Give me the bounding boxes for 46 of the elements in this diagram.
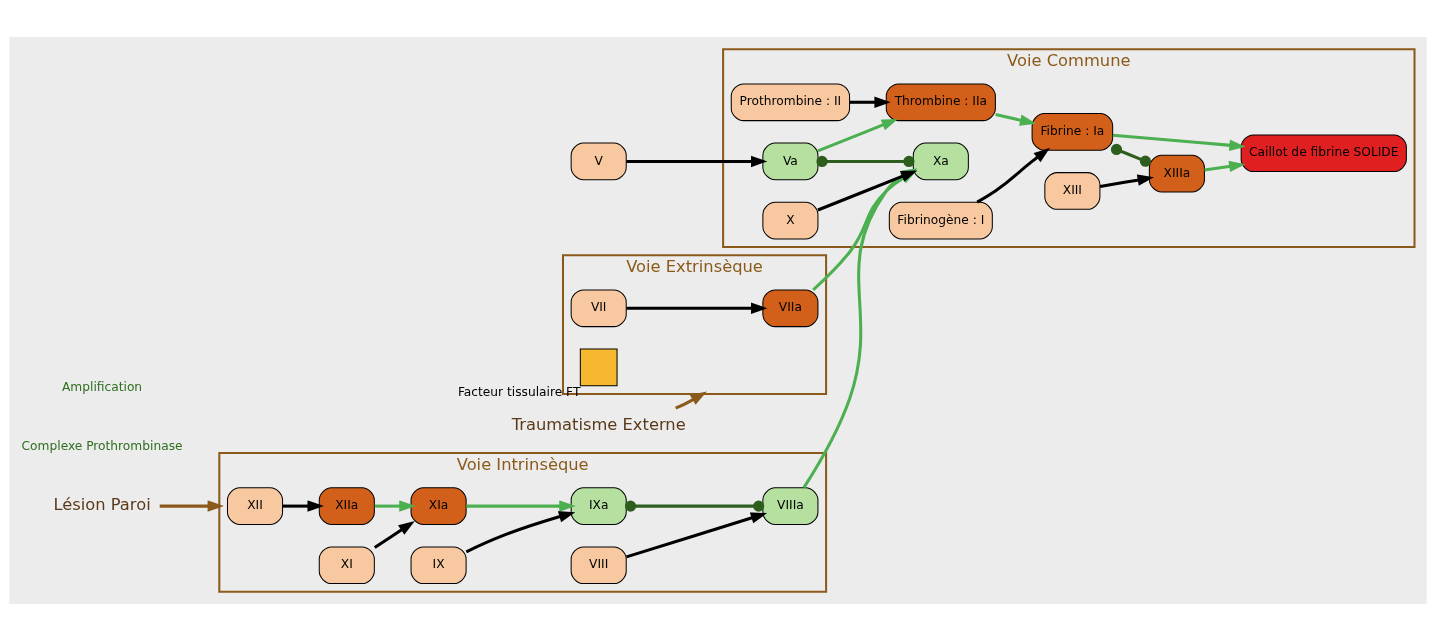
node-text: Traumatisme Externe <box>511 414 686 434</box>
arrow <box>373 520 415 549</box>
connector <box>815 155 915 167</box>
node-box: XIII <box>1043 171 1100 210</box>
arrow <box>159 499 224 512</box>
node-box: XIa <box>410 486 467 525</box>
arrow <box>1203 160 1245 172</box>
arrow <box>465 499 576 512</box>
arrow <box>1099 173 1154 188</box>
node-box: Fibrine : Ia <box>1031 112 1113 151</box>
node-box: VII <box>570 288 627 327</box>
node-box: Va <box>761 142 818 180</box>
node-box: Thrombine : IIa <box>885 82 996 121</box>
arrow <box>282 499 324 512</box>
arrow <box>994 112 1036 126</box>
node-box: XI <box>318 545 375 584</box>
node-box: VIII <box>570 545 627 584</box>
arrow <box>465 510 575 553</box>
label: Amplification <box>61 379 142 394</box>
connector <box>624 500 764 512</box>
node-box: IXa <box>570 486 627 525</box>
node-text: Lésion Paroi <box>52 494 151 514</box>
node-box <box>579 348 618 386</box>
node-box: Xa <box>912 142 969 180</box>
arrow <box>625 511 767 558</box>
connector <box>1110 143 1151 167</box>
arrow <box>975 147 1050 203</box>
node-box: V <box>570 142 627 180</box>
node-box: IX <box>410 545 467 584</box>
arrow <box>1112 133 1246 151</box>
arrow <box>625 155 767 167</box>
node-box: Prothrombine : II <box>730 82 850 121</box>
arrow <box>625 302 767 314</box>
arrow <box>674 391 707 410</box>
label: Complexe Prothrombinase <box>21 438 183 453</box>
node-box: XIIIa <box>1148 154 1205 192</box>
node-box: X <box>761 201 818 239</box>
arrow <box>374 499 416 512</box>
arrow <box>849 96 891 108</box>
node-box: VIIa <box>761 288 818 327</box>
node-box: Caillot de fibrine SOLIDE <box>1240 133 1407 172</box>
arrow <box>816 118 898 152</box>
node-box: XII <box>226 486 283 525</box>
node-box: XIIa <box>318 486 375 525</box>
node-box: VIIIa <box>761 486 818 525</box>
node-box: Fibrinogène : I <box>888 201 993 239</box>
